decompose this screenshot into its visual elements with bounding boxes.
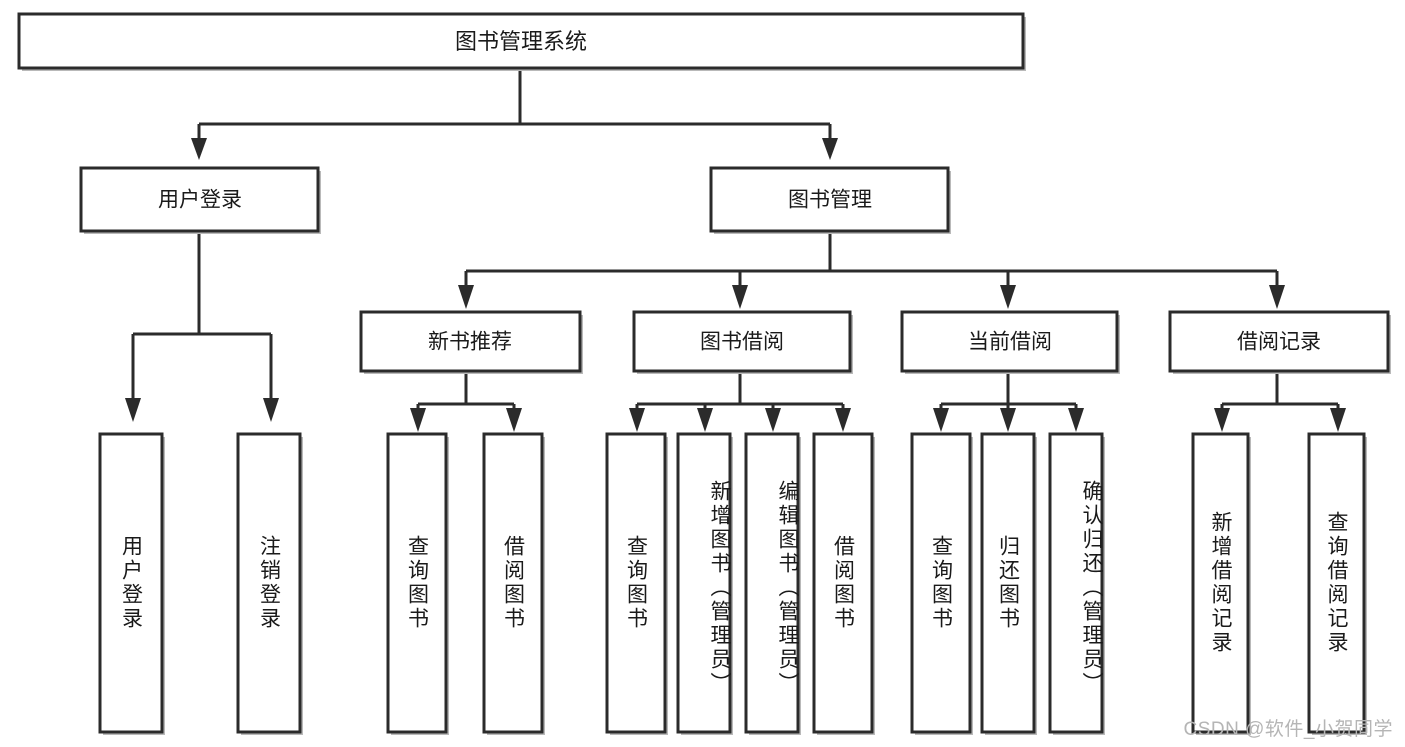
arrowhead-leaf-user-login <box>125 398 141 422</box>
arrowhead-book-mgmt <box>822 138 838 160</box>
node-leaf-query-book-2-rect[interactable] <box>605 432 667 734</box>
node-root-label: 图书管理系统 <box>455 29 587 54</box>
node-current-borrow[interactable]: 当前借阅 <box>900 310 1120 374</box>
arrowhead-user-login <box>191 138 207 160</box>
arrowhead-leaf-add-record <box>1214 408 1230 432</box>
node-leaf-edit-book-rect[interactable] <box>744 432 800 734</box>
node-current-borrow-rect[interactable] <box>900 310 1119 373</box>
connector-group-currentborrow-to-leaves <box>933 373 1084 432</box>
node-leaf-return-book-rect[interactable] <box>980 432 1036 734</box>
node-leaf-borrow-book-2-rect[interactable] <box>812 432 874 734</box>
node-leaf-query-book-3[interactable] <box>910 432 973 735</box>
arrowhead-leaf-confirm-return <box>1068 408 1084 432</box>
node-leaf-confirm-return-rect[interactable] <box>1048 432 1104 734</box>
node-borrow-record-rect[interactable] <box>1168 310 1390 373</box>
node-leaf-add-record-rect[interactable] <box>1191 432 1250 734</box>
node-leaf-user-login-rect[interactable] <box>98 432 164 734</box>
node-new-book-recommend-rect[interactable] <box>359 310 582 373</box>
arrowhead-new-book-rec <box>458 285 474 309</box>
node-leaf-add-book[interactable] <box>676 432 733 735</box>
node-root-system[interactable]: 图书管理系统 <box>17 12 1026 71</box>
arrowhead-leaf-query-book-3 <box>933 408 949 432</box>
node-leaf-edit-book[interactable] <box>744 432 801 735</box>
node-user-login-label: 用户登录 <box>158 189 242 212</box>
node-borrow-record-label: 借阅记录 <box>1237 331 1321 354</box>
node-leaf-add-record[interactable] <box>1191 432 1251 735</box>
node-leaf-return-book[interactable] <box>980 432 1037 735</box>
node-borrow-record[interactable]: 借阅记录 <box>1168 310 1391 374</box>
node-book-borrow-rect[interactable] <box>632 310 852 373</box>
connector-group-userlogin-to-leaves <box>125 232 279 422</box>
node-new-book-recommend-label: 新书推荐 <box>428 331 512 354</box>
node-leaf-borrow-book-1-rect[interactable] <box>482 432 544 734</box>
node-leaf-query-book-1[interactable] <box>386 432 449 735</box>
node-book-management[interactable]: 图书管理 <box>709 166 951 234</box>
node-leaf-query-book-1-rect[interactable] <box>386 432 448 734</box>
node-book-management-label: 图书管理 <box>788 189 872 212</box>
connector-group-bookborrow-to-leaves <box>629 373 851 432</box>
node-new-book-recommend[interactable]: 新书推荐 <box>359 310 583 374</box>
node-leaf-query-record[interactable] <box>1307 432 1367 735</box>
node-leaf-add-book-rect[interactable] <box>676 432 732 734</box>
node-leaf-borrow-book-2[interactable] <box>812 432 875 735</box>
connector-group-root-to-level2 <box>191 68 838 160</box>
node-current-borrow-label: 当前借阅 <box>968 331 1052 354</box>
arrowhead-leaf-borrow-book-2 <box>835 408 851 432</box>
node-book-borrow[interactable]: 图书借阅 <box>632 310 853 374</box>
node-leaf-query-book-3-rect[interactable] <box>910 432 972 734</box>
node-leaf-borrow-book-1[interactable] <box>482 432 545 735</box>
node-root-rect[interactable] <box>17 12 1025 70</box>
arrowhead-borrow-record <box>1269 285 1285 309</box>
node-user-login[interactable]: 用户登录 <box>79 166 321 234</box>
node-leaf-logout[interactable] <box>236 432 303 735</box>
csdn-watermark: CSDN @软件_小贺同学 <box>1183 719 1393 740</box>
node-leaf-query-book-2[interactable] <box>605 432 668 735</box>
node-leaf-confirm-return[interactable] <box>1048 432 1105 735</box>
arrowhead-leaf-edit-book <box>765 408 781 432</box>
arrowhead-leaf-logout <box>263 398 279 422</box>
arrowhead-leaf-return-book <box>1000 408 1016 432</box>
node-leaf-logout-rect[interactable] <box>236 432 302 734</box>
arrowhead-book-borrow <box>732 285 748 309</box>
connector-group-newbook-to-leaves <box>410 373 522 432</box>
connector-group-borrowrecord-to-leaves <box>1214 373 1346 432</box>
node-leaf-query-record-rect[interactable] <box>1307 432 1366 734</box>
arrowhead-leaf-query-book-1 <box>410 408 426 432</box>
arrowhead-leaf-query-record <box>1330 408 1346 432</box>
node-user-login-rect[interactable] <box>79 166 320 233</box>
node-book-management-rect[interactable] <box>709 166 950 233</box>
connector-group-bookmgmt-to-level3 <box>458 232 1285 309</box>
node-book-borrow-label: 图书借阅 <box>700 331 784 354</box>
arrowhead-current-borrow <box>1000 285 1016 309</box>
arrowhead-leaf-add-book <box>697 408 713 432</box>
arrowhead-leaf-borrow-book-1 <box>506 408 522 432</box>
arrowhead-leaf-query-book-2 <box>629 408 645 432</box>
node-leaf-user-login[interactable] <box>98 432 165 735</box>
